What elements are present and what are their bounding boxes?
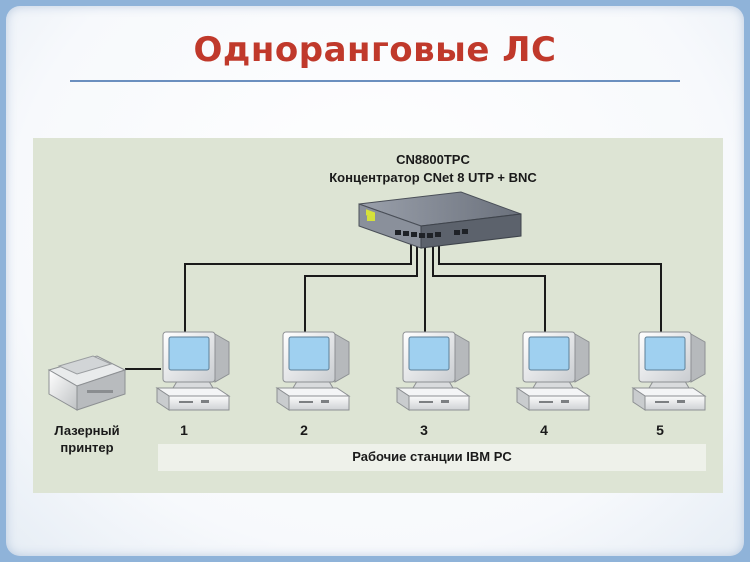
laser-printer	[47, 355, 127, 411]
printer-label: Лазерный принтер	[47, 422, 127, 456]
printer-label-line2: принтер	[60, 440, 114, 455]
title-underline	[70, 80, 680, 82]
ws-number-4: 4	[540, 422, 548, 438]
printer-label-line1: Лазерный	[54, 423, 120, 438]
monitor-screen	[168, 336, 210, 371]
workstations-caption-bar: Рабочие станции IBM PC	[158, 444, 706, 471]
diagram-drawing	[47, 191, 707, 411]
monitor-screen	[288, 336, 330, 371]
monitor-screen	[408, 336, 450, 371]
workstation-4	[515, 331, 591, 411]
cable-ws-1	[184, 236, 412, 336]
network-cables	[125, 236, 662, 370]
monitor-screen	[528, 336, 570, 371]
hub-device	[358, 191, 522, 249]
cable-ws-2	[304, 236, 418, 336]
workstations-caption: Рабочие станции IBM PC	[352, 449, 512, 464]
workstation-1	[155, 331, 231, 411]
cable-ws-5	[438, 236, 662, 336]
ws-number-3: 3	[420, 422, 428, 438]
ws-number-5: 5	[656, 422, 664, 438]
hub-description-label: Концентратор CNet 8 UTP + BNC	[329, 170, 537, 185]
ws-number-1: 1	[180, 422, 188, 438]
workstation-2	[275, 331, 351, 411]
network-diagram: CN8800TPC Концентратор CNet 8 UTP + BNC …	[33, 138, 723, 493]
slide-title: Одноранговые ЛС	[193, 30, 557, 70]
workstation-5	[631, 331, 707, 411]
monitor-screen	[644, 336, 686, 371]
cable-ws-4	[432, 236, 546, 336]
workstations	[155, 331, 707, 411]
workstation-3	[395, 331, 471, 411]
ws-number-2: 2	[300, 422, 308, 438]
hub-model-label: CN8800TPC	[396, 152, 470, 167]
